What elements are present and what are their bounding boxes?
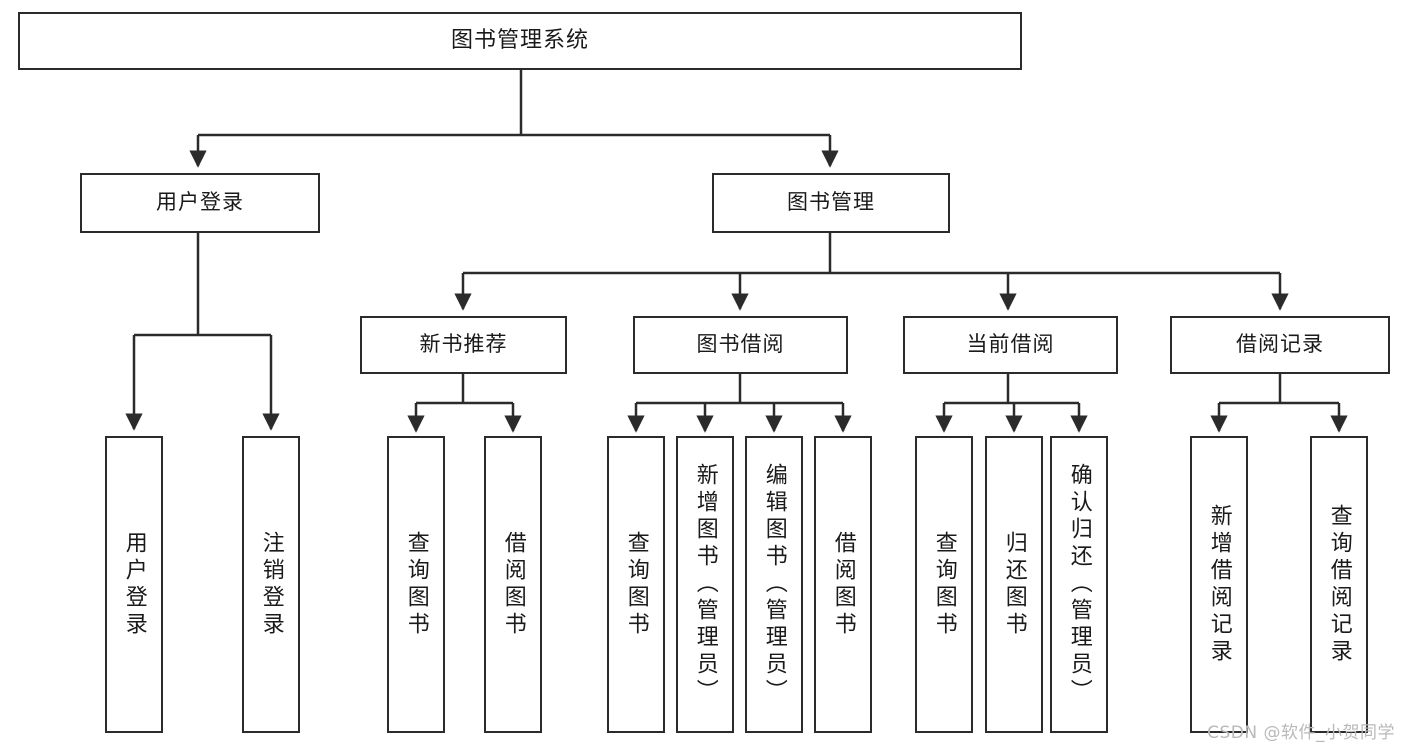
node-new-book-rec-label: 新书推荐 <box>419 332 508 357</box>
node-borrow-record[interactable]: 借阅记录 <box>1170 316 1390 374</box>
node-leaf-add-record[interactable]: 新增借阅记录 <box>1190 436 1248 733</box>
node-leaf-query-record[interactable]: 查询借阅记录 <box>1310 436 1368 733</box>
node-leaf-user-login-label: 用户登录 <box>121 530 147 639</box>
node-leaf-add-book-label: 新增图书（管理员） <box>692 463 718 706</box>
node-book-borrow-label: 图书借阅 <box>696 332 785 357</box>
node-borrow-record-label: 借阅记录 <box>1236 332 1324 357</box>
node-leaf-query-book-2-label: 查询图书 <box>623 530 649 639</box>
node-leaf-logout-login-label: 注销登录 <box>258 530 284 639</box>
node-leaf-user-login[interactable]: 用户登录 <box>105 436 163 733</box>
node-leaf-query-record-label: 查询借阅记录 <box>1326 503 1352 666</box>
node-book-manage[interactable]: 图书管理 <box>712 173 950 233</box>
node-user-login-label: 用户登录 <box>156 190 244 215</box>
node-leaf-confirm-return[interactable]: 确认归还（管理员） <box>1050 436 1108 733</box>
node-leaf-query-book-2[interactable]: 查询图书 <box>607 436 665 733</box>
node-leaf-edit-book-label: 编辑图书（管理员） <box>761 463 787 706</box>
node-book-borrow[interactable]: 图书借阅 <box>633 316 848 374</box>
csdn-watermark: CSDN @软件_小贺同学 <box>1207 723 1395 743</box>
node-current-borrow[interactable]: 当前借阅 <box>903 316 1118 374</box>
node-leaf-query-book-1-label: 查询图书 <box>403 530 429 639</box>
node-new-book-rec[interactable]: 新书推荐 <box>360 316 567 374</box>
node-leaf-borrow-book-2-label: 借阅图书 <box>830 530 856 639</box>
node-leaf-logout-login[interactable]: 注销登录 <box>242 436 300 733</box>
node-book-manage-label: 图书管理 <box>787 190 875 215</box>
node-leaf-query-book-1[interactable]: 查询图书 <box>387 436 445 733</box>
node-leaf-query-book-3[interactable]: 查询图书 <box>915 436 973 733</box>
node-leaf-add-record-label: 新增借阅记录 <box>1206 503 1232 666</box>
node-leaf-confirm-return-label: 确认归还（管理员） <box>1066 463 1092 706</box>
node-leaf-edit-book[interactable]: 编辑图书（管理员） <box>745 436 803 733</box>
node-root-label: 图书管理系统 <box>450 27 589 53</box>
node-root[interactable]: 图书管理系统 <box>18 12 1022 70</box>
node-leaf-return-book-label: 归还图书 <box>1001 530 1027 639</box>
node-leaf-query-book-3-label: 查询图书 <box>931 530 957 639</box>
node-leaf-return-book[interactable]: 归还图书 <box>985 436 1043 733</box>
node-leaf-borrow-book-2[interactable]: 借阅图书 <box>814 436 872 733</box>
node-leaf-borrow-book-1-label: 借阅图书 <box>500 530 526 639</box>
node-leaf-add-book[interactable]: 新增图书（管理员） <box>676 436 734 733</box>
node-current-borrow-label: 当前借阅 <box>966 332 1055 357</box>
node-leaf-borrow-book-1[interactable]: 借阅图书 <box>484 436 542 733</box>
node-user-login[interactable]: 用户登录 <box>80 173 320 233</box>
